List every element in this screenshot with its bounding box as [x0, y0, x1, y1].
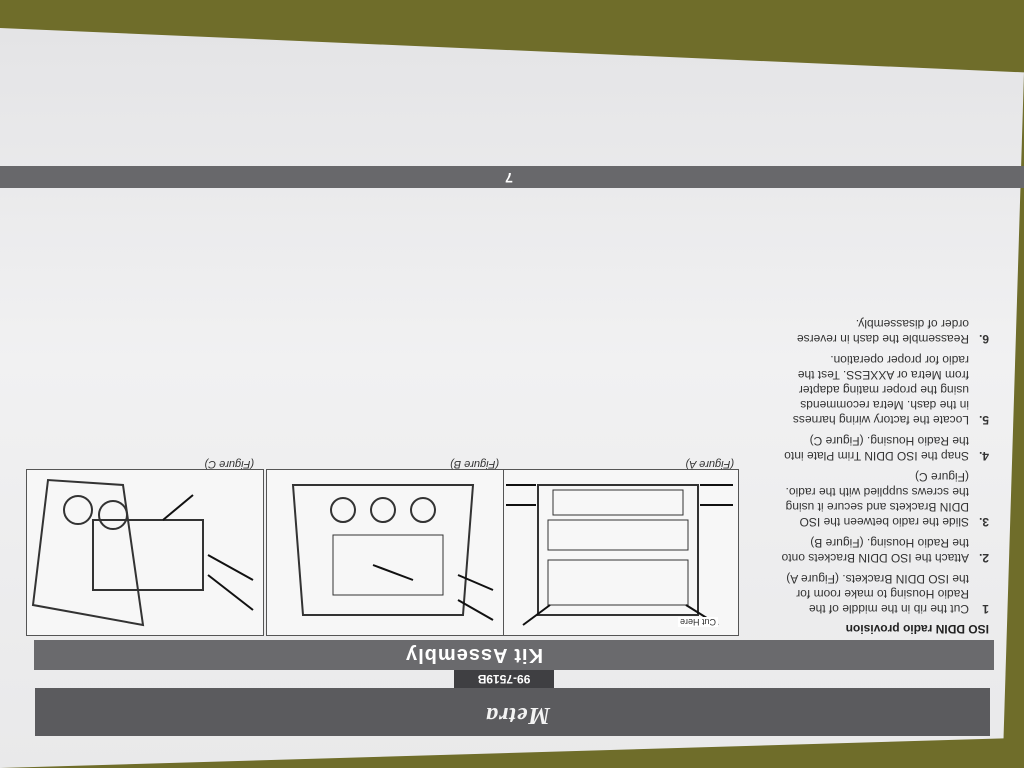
figure-c-drawing — [31, 478, 254, 627]
brand-logo: Metra — [485, 702, 550, 728]
page-title: Kit Assembly — [405, 644, 543, 666]
step-text: Reassemble the dash in reverse order of … — [796, 317, 969, 346]
step-text: Snap the ISO DDIN Trim Plate into the Ra… — [784, 434, 969, 463]
step-item: 6. Reassemble the dash in reverse order … — [739, 316, 989, 346]
figure-a-caption: (Figure A) — [685, 458, 735, 470]
step-text: Slide the radio between the ISO DDIN Bra… — [785, 470, 969, 529]
logo-band: Metra — [35, 688, 990, 736]
section-heading: ISO DDIN radio provision — [845, 622, 989, 636]
footer-band: 7 — [0, 166, 1024, 188]
page-number: 7 — [505, 170, 513, 186]
steps-list: 1 Cut the rib in the middle of the Radio… — [739, 196, 989, 616]
step-number: 6. — [978, 332, 989, 346]
step-number: 5. — [978, 413, 989, 427]
title-band: Kit Assembly — [34, 640, 994, 670]
figure-b-drawing — [291, 484, 494, 621]
step-item: 1 Cut the rib in the middle of the Radio… — [739, 571, 989, 616]
step-item: 3. Slide the radio between the ISO DDIN … — [739, 469, 989, 529]
figure-b-caption: (Figure B) — [450, 458, 499, 470]
step-item: 2. Attach the ISO DDIN Brackets onto the… — [739, 535, 989, 565]
figure-a: Cut Here — [501, 469, 739, 636]
step-number: 4. — [978, 449, 989, 463]
step-text: Locate the factory wiring harness in the… — [792, 353, 969, 427]
cut-here-label: Cut Here — [677, 617, 718, 627]
step-item: 5. Locate the factory wiring harness in … — [739, 352, 989, 427]
figure-a-drawing — [506, 484, 733, 626]
figure-c-caption: (Figure C) — [204, 458, 254, 470]
step-number: 3. — [978, 515, 989, 529]
step-text: Cut the rib in the middle of the Radio H… — [786, 572, 969, 616]
step-number: 1 — [982, 602, 989, 616]
step-number: 2. — [978, 551, 989, 565]
figure-c — [26, 469, 264, 636]
step-text: Attach the ISO DDIN Brackets onto the Ra… — [781, 536, 969, 565]
figure-b — [266, 469, 504, 636]
step-item: 4. Snap the ISO DDIN Trim Plate into the… — [739, 433, 989, 463]
part-number: 99-7519B — [454, 670, 554, 688]
